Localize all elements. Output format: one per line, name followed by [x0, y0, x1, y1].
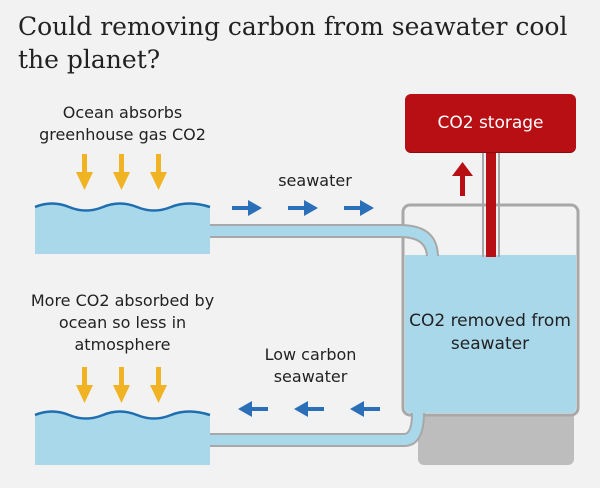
seawater-pipe-in-outline	[210, 224, 439, 257]
yellow-down-arrows-top-icon	[76, 154, 167, 190]
co2-up-arrow-icon	[452, 162, 473, 196]
ocean-absorbs-label: Ocean absorbs greenhouse gas CO2	[39, 103, 206, 144]
blue-right-arrows-icon	[232, 200, 374, 216]
co2-removed-label: CO2 removed from seawater	[409, 311, 571, 354]
seawater-pipe-out	[210, 412, 424, 446]
seawater-label: seawater	[278, 171, 352, 190]
storage-pipe	[486, 150, 496, 257]
ocean-top	[35, 203, 210, 254]
diagram-title: Could removing carbon from seawater cool…	[18, 12, 568, 74]
low-carbon-label: Low carbon seawater	[264, 345, 357, 386]
co2-storage-box: CO2 storage	[405, 94, 576, 152]
tank-water	[405, 255, 576, 413]
ocean-bottom	[35, 411, 210, 465]
more-absorbed-label: More CO2 absorbed by ocean so less in at…	[30, 291, 215, 354]
seawater-pipe-out-outline	[210, 412, 425, 447]
ocean-top-wave-icon	[34, 202, 211, 212]
yellow-down-arrows-bottom-icon	[76, 367, 167, 403]
seawater-pipe-in	[210, 225, 438, 257]
ocean-bottom-wave-icon	[34, 410, 211, 420]
blue-left-arrows-icon	[238, 401, 380, 417]
